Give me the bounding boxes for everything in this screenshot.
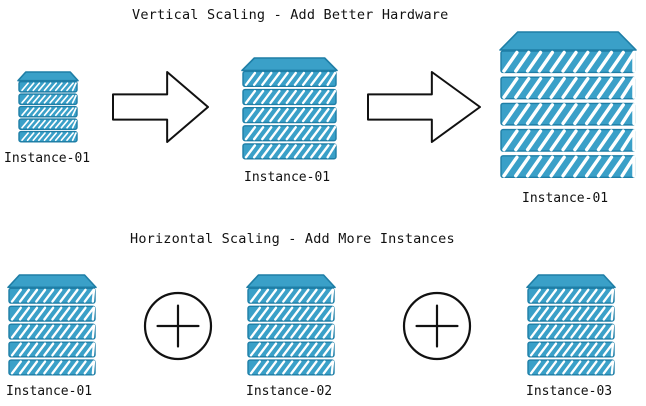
server-hatch	[244, 108, 337, 123]
server-hatch	[502, 76, 636, 99]
vertical-arrow-1-icon	[112, 71, 209, 143]
server-hatch	[244, 144, 337, 159]
vertical-instance-2-label: Instance-01	[244, 170, 331, 185]
server-lid	[526, 274, 616, 289]
server-hatch	[21, 119, 77, 129]
horizontal-plus-1-icon	[143, 291, 213, 361]
server-lid	[241, 57, 338, 72]
vertical-scaling-title: Vertical Scaling - Add Better Hardware	[132, 7, 449, 23]
server-hatch	[529, 324, 615, 339]
server-lid	[7, 274, 97, 289]
horizontal-instance-1-server-icon	[7, 274, 97, 376]
server-hatch	[244, 126, 337, 141]
plus-sign	[415, 304, 459, 348]
server-hatch	[249, 324, 335, 339]
server-hatch	[529, 342, 615, 357]
server-hatch	[10, 324, 96, 339]
horizontal-plus-2-icon	[402, 291, 472, 361]
server-hatch	[502, 50, 636, 73]
server-hatch	[502, 129, 636, 152]
horizontal-instance-2-label: Instance-02	[246, 384, 333, 399]
server-hatch	[249, 288, 335, 303]
server-unit	[242, 88, 337, 106]
vertical-instance-3-label: Instance-01	[522, 191, 609, 206]
horizontal-scaling-title: Horizontal Scaling - Add More Instances	[130, 231, 455, 247]
server-lid	[246, 274, 336, 289]
server-hatch	[244, 89, 337, 105]
server-unit	[242, 143, 337, 160]
server-hatch	[502, 103, 636, 126]
server-hatch	[21, 132, 77, 142]
server-hatch	[529, 306, 615, 321]
server-hatch	[249, 306, 335, 321]
server-hatch	[10, 306, 96, 321]
server-hatch	[21, 94, 77, 104]
server-lid	[499, 31, 637, 51]
server-lid	[17, 71, 79, 82]
horizontal-instance-3-server-icon	[526, 274, 616, 376]
server-hatch	[244, 71, 337, 87]
server-hatch	[10, 360, 96, 375]
horizontal-instance-2-server-icon	[246, 274, 336, 376]
server-hatch	[502, 155, 636, 178]
server-hatch	[10, 288, 96, 303]
vertical-instance-1-label: Instance-01	[4, 151, 91, 166]
server-hatch	[10, 342, 96, 357]
server-unit	[242, 70, 337, 88]
server-hatch	[249, 360, 335, 375]
server-hatch	[529, 288, 615, 303]
vertical-instance-3-server-icon	[499, 31, 637, 178]
server-hatch	[249, 342, 335, 357]
server-unit	[242, 125, 337, 142]
horizontal-instance-3-label: Instance-03	[526, 384, 613, 399]
vertical-instance-2-server-icon	[241, 57, 338, 160]
plus-sign	[156, 304, 200, 348]
server-hatch	[21, 107, 77, 117]
server-hatch	[21, 82, 77, 92]
vertical-arrow-2-icon	[367, 71, 481, 143]
server-hatch	[529, 360, 615, 375]
vertical-instance-1-server-icon	[17, 71, 79, 143]
horizontal-instance-1-label: Instance-01	[6, 384, 93, 399]
server-unit	[242, 106, 337, 124]
